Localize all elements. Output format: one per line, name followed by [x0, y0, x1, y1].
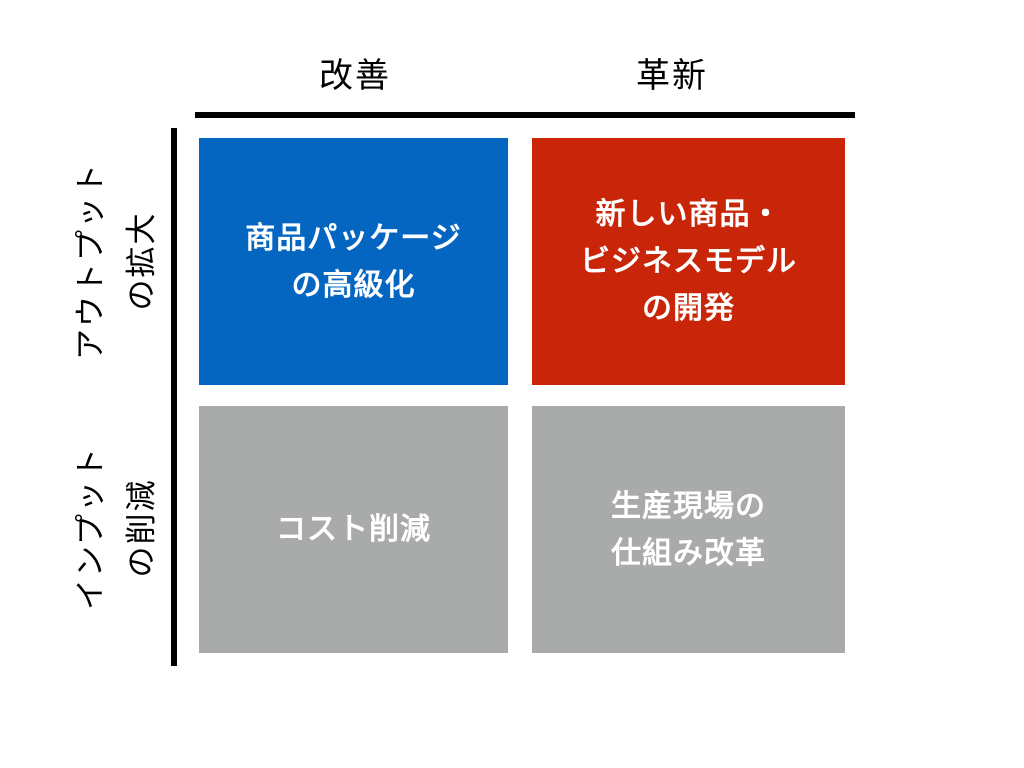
quadrant-top-right: 新しい商品・ ビジネスモデル の開発 [532, 138, 845, 385]
column-header-kaizen: 改善 [319, 56, 391, 96]
quadrant-bottom-right: 生産現場の 仕組み改革 [532, 406, 845, 653]
quadrant-text-line: の高級化 [291, 267, 416, 303]
row-label-line: インプット [73, 445, 109, 611]
row-label-output-expansion: アウトプット の拡大 [66, 162, 168, 360]
row-label-line: の拡大 [124, 211, 160, 311]
quadrant-top-left: 商品パッケージ の高級化 [199, 138, 508, 385]
row-label-line: の削減 [124, 478, 160, 578]
row-label-line: アウトプット [73, 162, 109, 360]
horizontal-axis-line [195, 112, 855, 118]
vertical-axis-line [171, 128, 177, 666]
quadrant-text-line: 仕組み改革 [611, 535, 766, 571]
quadrant-text-line: の開発 [642, 291, 735, 326]
quadrant-bottom-left: コスト削減 [199, 406, 508, 653]
quadrant-text-line: 新しい商品・ [595, 197, 782, 232]
quadrant-text-line: 生産現場の [611, 488, 766, 524]
quadrant-text-line: コスト削減 [276, 512, 431, 547]
row-label-input-reduction: インプット の削減 [66, 446, 168, 610]
quadrant-text-line: ビジネスモデル [580, 244, 797, 279]
quadrant-text-line: 商品パッケージ [245, 220, 462, 256]
column-header-kakushin: 革新 [636, 56, 708, 96]
